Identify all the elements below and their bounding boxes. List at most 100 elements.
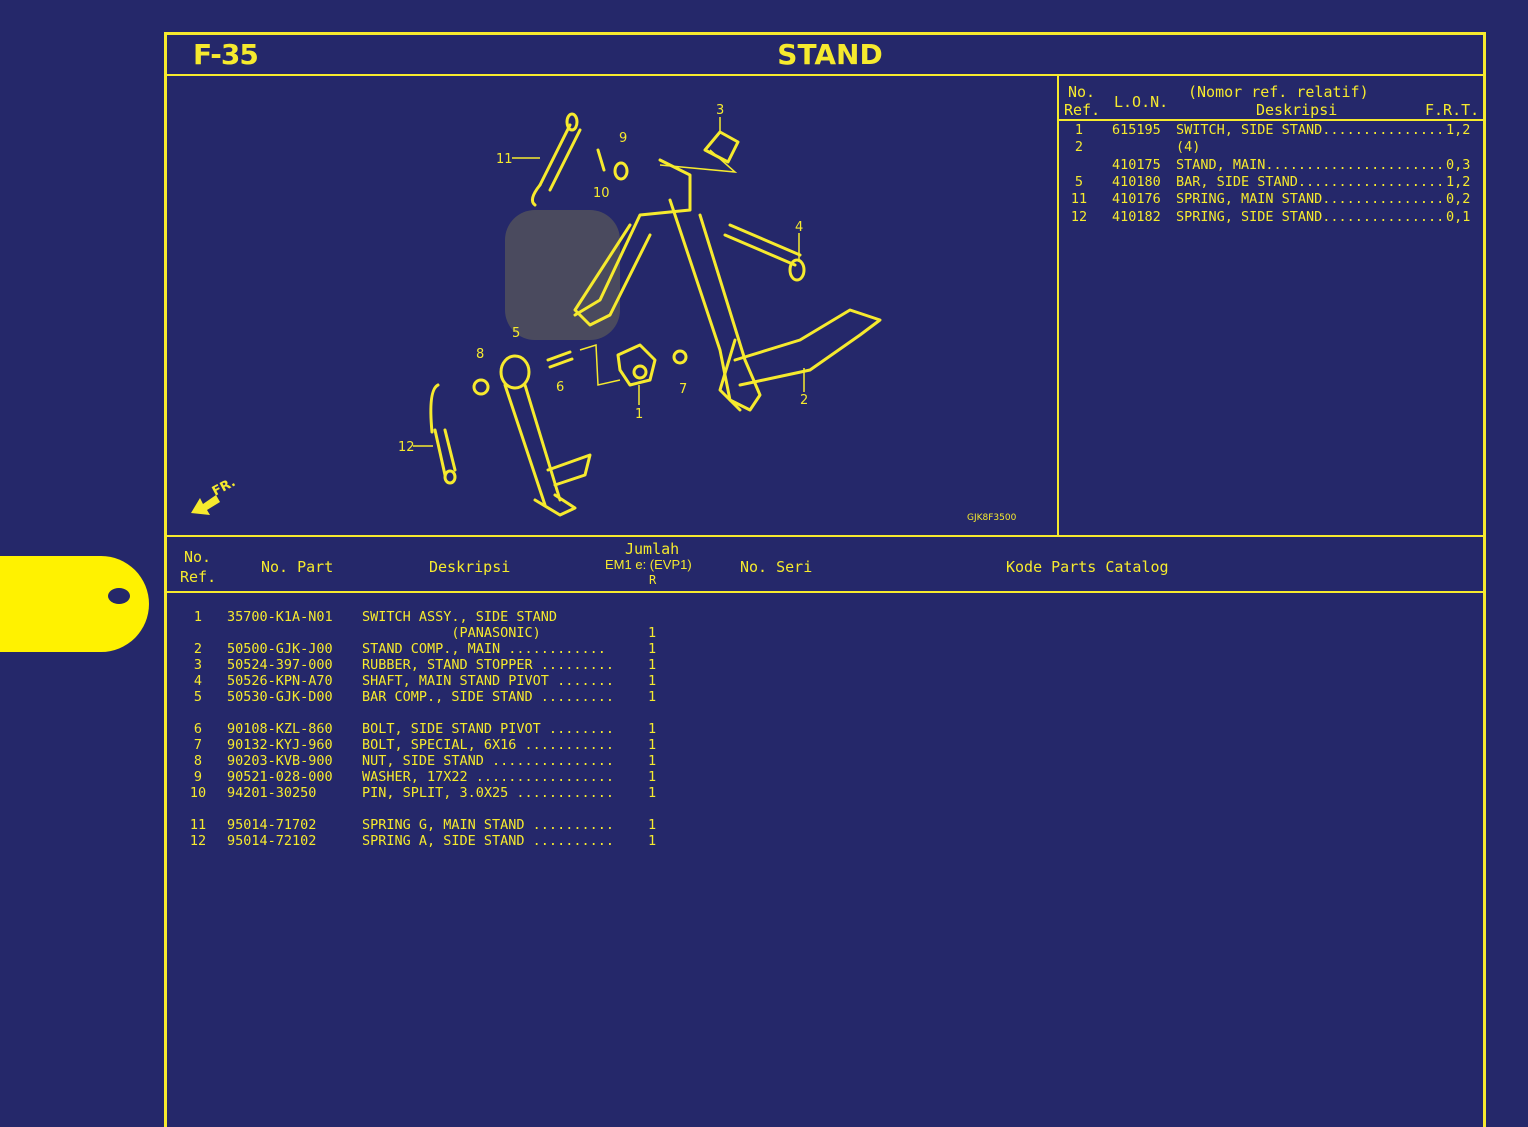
parts-row-desc: NUT, SIDE STAND ............... [362, 753, 614, 769]
ref-header-frt: F.R.T. [1425, 101, 1480, 119]
parts-header-desc: Deskripsi [429, 558, 511, 576]
diagram-shadow [505, 210, 620, 340]
ref-row-frt: 0,1 [1446, 209, 1471, 225]
parts-row-qty: 1 [648, 673, 657, 689]
parts-row-part-no: 90203-KVB-900 [227, 753, 333, 769]
parts-header-model: EM1 e: (EVP1) [605, 557, 692, 572]
ref-row-frt: 0,2 [1446, 191, 1471, 207]
parts-header-no: No. [184, 548, 212, 566]
washer-part [613, 161, 629, 181]
ref-row-frt: 1,2 [1446, 122, 1471, 138]
ref-header-desc: Deskripsi [1256, 101, 1338, 119]
parts-row-part-no: 95014-71702 [227, 817, 317, 833]
main-stand-shaft-part [723, 223, 806, 282]
section-tab[interactable] [0, 556, 149, 652]
parts-row-desc: SPRING A, SIDE STAND .......... [362, 833, 614, 849]
parts-row-ref: 6 [193, 721, 203, 737]
ref-row-frt: 0,3 [1446, 157, 1471, 173]
diagram-code: GJK8F3500 [967, 513, 1017, 523]
callout-11: 11 [496, 152, 513, 167]
ref-row-desc: STAND, MAIN...................... [1176, 157, 1445, 173]
parts-header-bottom-divider [166, 591, 1486, 593]
special-bolt-part [672, 349, 688, 365]
parts-row-desc: WASHER, 17X22 ................. [362, 769, 614, 785]
parts-row-desc: BOLT, SPECIAL, 6X16 ........... [362, 737, 614, 753]
parts-row-qty: 1 [648, 737, 657, 753]
ref-header-lon: L.O.N. [1114, 93, 1169, 111]
parts-row-desc: BAR COMP., SIDE STAND ......... [362, 689, 614, 705]
side-stand-pivot-bolt-part [546, 350, 574, 369]
ref-row-ref: 2 [1074, 139, 1084, 155]
parts-row-ref: 1 [193, 609, 203, 625]
parts-row-ref: 4 [193, 673, 203, 689]
parts-row-desc: SPRING G, MAIN STAND .......... [362, 817, 614, 833]
parts-header-top-divider [166, 535, 1486, 537]
parts-row-part-no: 50524-397-000 [227, 657, 333, 673]
parts-row-qty: 1 [648, 641, 657, 657]
parts-row-ref: 8 [193, 753, 203, 769]
parts-header-serial: No. Seri [740, 558, 813, 576]
page-title: STAND [777, 38, 883, 71]
diagram-divider [1057, 75, 1059, 536]
parts-row-ref: 10 [189, 785, 207, 801]
parts-row-qty: 1 [648, 817, 657, 833]
ref-row-ref: 1 [1074, 122, 1084, 138]
parts-row-qty: 1 [648, 689, 657, 705]
page-code: F-35 [193, 38, 259, 71]
front-arrow-icon: FR. [191, 475, 238, 515]
side-stand-nut-part [472, 378, 490, 396]
callout-9: 9 [619, 131, 627, 146]
section-tab-hole [108, 588, 130, 604]
ref-row-lon: 410182 [1112, 209, 1161, 225]
parts-row-ref: 3 [193, 657, 203, 673]
parts-header-catalog: Kode Parts Catalog [1006, 558, 1169, 576]
parts-row-desc: PIN, SPLIT, 3.0X25 ............ [362, 785, 614, 801]
parts-row-part-no: 90521-028-000 [227, 769, 333, 785]
callout-10: 10 [593, 186, 610, 201]
parts-row-desc: RUBBER, STAND STOPPER ......... [362, 657, 614, 673]
ref-row-desc: BAR, SIDE STAND.................. [1176, 174, 1445, 190]
parts-row-part-no: 50500-GJK-J00 [227, 641, 333, 657]
parts-header-qty: Jumlah [625, 540, 680, 558]
spring-side-stand-part [429, 383, 457, 485]
spring-main-stand-part [530, 112, 582, 207]
parts-row-desc: STAND COMP., MAIN ............ [362, 641, 606, 657]
parts-row-part-no: 50526-KPN-A70 [227, 673, 333, 689]
catalog-page-frame [164, 32, 1486, 1127]
ref-row-ref: 11 [1070, 191, 1088, 207]
callout-8: 8 [476, 347, 484, 362]
title-divider [166, 74, 1486, 76]
parts-row-ref: 12 [189, 833, 207, 849]
parts-row-ref: 2 [193, 641, 203, 657]
ref-row-desc: (4) [1176, 139, 1201, 155]
callout-leaders [413, 117, 805, 447]
split-pin-part [596, 148, 606, 172]
callout-6: 6 [556, 380, 564, 395]
parts-row-qty: 1 [648, 769, 657, 785]
parts-row-part-no: 35700-K1A-N01 [227, 609, 333, 625]
parts-row-part-no: 90132-KYJ-960 [227, 737, 333, 753]
ref-row-lon: 410180 [1112, 174, 1161, 190]
parts-row-desc: BOLT, SIDE STAND PIVOT ........ [362, 721, 614, 737]
ref-row-ref: 5 [1074, 174, 1084, 190]
callout-2: 2 [800, 393, 808, 408]
ref-header-no: No. [1068, 83, 1096, 101]
parts-header-part-no: No. Part [261, 558, 334, 576]
stand-exploded-diagram: 1 2 3 4 5 6 7 8 9 10 11 12 FR. GJK8F3500 [191, 103, 1017, 523]
parts-row-part-no: 95014-72102 [227, 833, 317, 849]
parts-row-qty: 1 [648, 657, 657, 673]
callout-5: 5 [512, 326, 520, 341]
parts-row-qty: 1 [648, 833, 657, 849]
parts-row-desc: SWITCH ASSY., SIDE STAND [362, 609, 558, 625]
parts-header-ref: Ref. [180, 568, 217, 586]
parts-row-desc: SHAFT, MAIN STAND PIVOT ....... [362, 673, 614, 689]
parts-row-qty: 1 [648, 721, 657, 737]
parts-row-ref: 5 [193, 689, 203, 705]
side-stand-switch-part [616, 343, 657, 387]
ref-row-lon: 410175 [1112, 157, 1161, 173]
ref-header-divider [1059, 119, 1486, 121]
front-label: FR. [210, 475, 238, 500]
parts-row-qty: 1 [648, 753, 657, 769]
parts-row-ref: 7 [193, 737, 203, 753]
callout-7: 7 [679, 382, 687, 397]
